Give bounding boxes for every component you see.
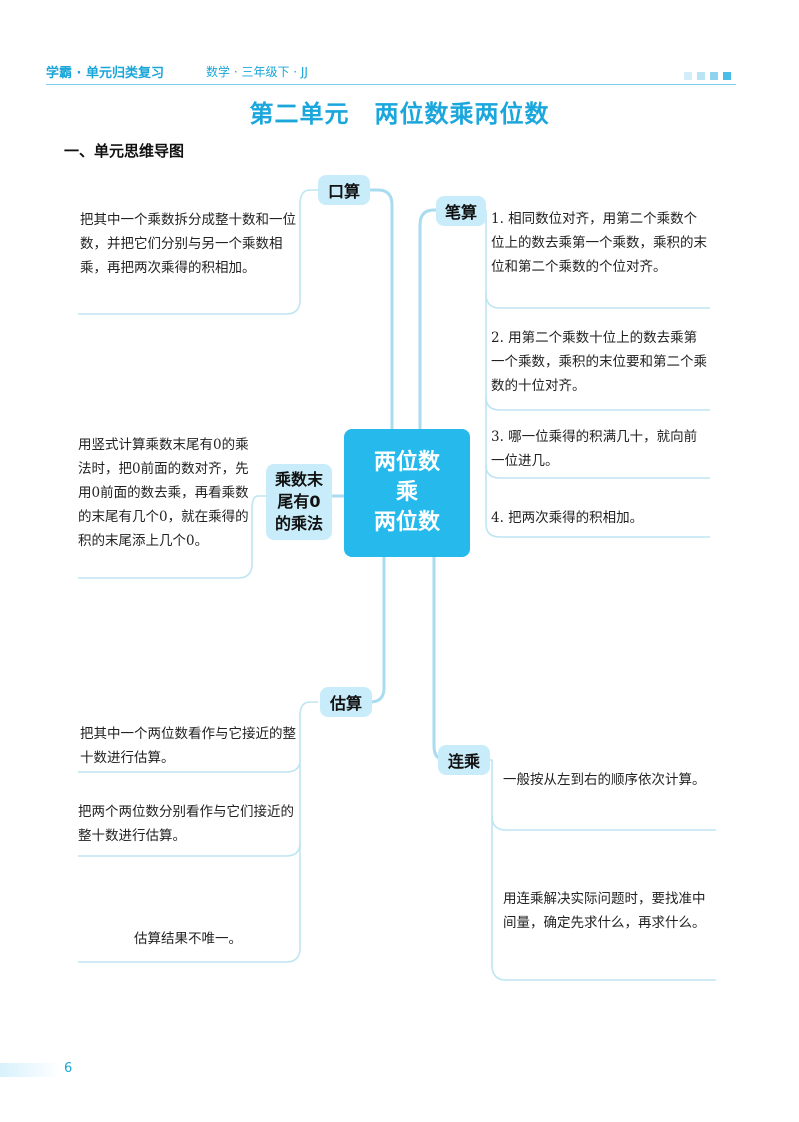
chain-note: 一般按从左到右的顺序依次计算。: [503, 772, 706, 788]
center-topic-line: 两位数: [373, 510, 440, 535]
center-topic-line: 两位数: [373, 450, 440, 475]
header-decor-square: [723, 72, 731, 80]
header-decor-square: [684, 72, 692, 80]
zero-note: 用竖式计算乘数末尾有0的乘法时，把0前面的数对齐，先用0前面的数去乘，再看乘数的…: [78, 437, 249, 549]
page-number: 6: [64, 1061, 73, 1076]
chain-note: 用连乘解决实际问题时，要找准中间量，确定先求什么，再求什么。: [503, 891, 706, 931]
branch-chain: 连乘: [438, 745, 490, 775]
branch-zero: 乘数末 尾有0 的乘法: [266, 464, 332, 540]
estimate-note: 把其中一个两位数看作与它接近的整十数进行估算。: [80, 726, 296, 766]
header-decor-square: [697, 72, 705, 80]
branch-zero-line: 乘数末: [274, 470, 323, 489]
header-rule: [46, 84, 736, 85]
written-step: 2. 用第二个乘数十位上的数去乘第一个乘数，乘积的末位要和第二个乘数的十位对齐。: [491, 330, 707, 394]
estimate-note: 把两个两位数分别看作与它们接近的整十数进行估算。: [78, 804, 294, 844]
written-step: 4. 把两次乘得的积相加。: [491, 510, 644, 526]
estimate-note: 估算结果不唯一。: [134, 931, 242, 947]
branch-zero-line: 尾有0: [277, 492, 321, 511]
section-heading: 一、单元思维导图: [64, 142, 185, 160]
center-topic-line: 乘: [395, 480, 418, 505]
branch-oral: 口算: [318, 175, 370, 205]
header-decor-square: [710, 72, 718, 80]
oral-note: 把其中一个乘数拆分成整十数和一位数，并把它们分别与另一个乘数相乘，再把两次乘得的…: [80, 212, 296, 276]
header-subtitle: 数学 · 三年级下 · JJ: [206, 65, 308, 79]
written-step: 3. 哪一位乘得的积满几十，就向前一位进几。: [491, 429, 698, 469]
written-step: 1. 相同数位对齐，用第二个乘数个位上的数去乘第一个乘数，乘积的末位和第二个乘数…: [491, 211, 707, 275]
branch-estimate: 估算: [320, 687, 372, 717]
branch-zero-line: 的乘法: [274, 514, 323, 533]
page-title: 第二单元 两位数乘两位数: [249, 99, 550, 128]
branch-written: 笔算: [436, 196, 486, 226]
page-number-bar: [0, 1063, 60, 1077]
brand-logo: 学霸 · 单元归类复习: [46, 66, 164, 81]
center-topic: 两位数 乘 两位数: [344, 429, 470, 557]
